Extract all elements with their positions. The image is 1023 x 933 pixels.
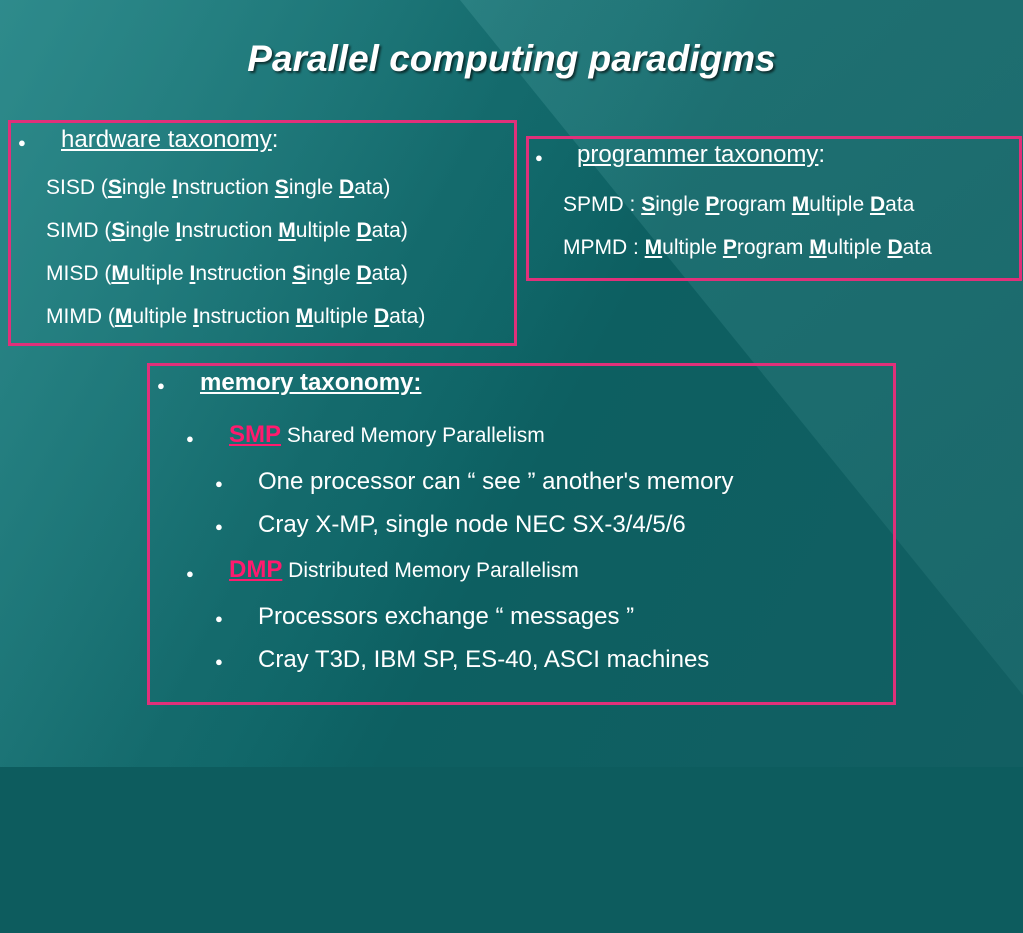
word-rest: ultiple — [132, 305, 194, 328]
initial-letter: M — [278, 219, 296, 242]
memory-taxonomy-heading: memory taxonomy: — [200, 369, 421, 397]
word-rest: rogram — [719, 193, 792, 216]
word-rest: ingle — [288, 176, 340, 199]
word-rest: ingle — [125, 219, 176, 242]
bullet-icon: ● — [157, 378, 165, 393]
row-prefix: SPMD : — [563, 193, 642, 216]
word-rest: ata) — [371, 262, 408, 285]
memory-taxonomy-box — [147, 363, 896, 705]
memory-heading-text: memory taxonomy: — [200, 369, 422, 396]
initial-letter: M — [111, 262, 129, 285]
smp-item: Cray X-MP, single node NEC SX-3/4/5/6 — [258, 511, 686, 538]
row-prefix: MISD ( — [46, 262, 112, 285]
dmp-description: Distributed Memory Parallelism — [282, 559, 579, 582]
hardware-heading-colon: : — [271, 126, 279, 153]
initial-letter: D — [373, 305, 390, 328]
word-rest: ingle — [655, 193, 706, 216]
bullet-icon: ● — [215, 654, 223, 669]
initial-letter: S — [641, 193, 656, 216]
word-rest: ata — [885, 193, 915, 216]
bullet-icon: ● — [18, 135, 26, 150]
initial-letter: I — [189, 262, 196, 285]
smp-item: One processor can “ see ” another's memo… — [258, 468, 734, 495]
programmer-heading-colon: : — [818, 141, 826, 168]
dmp-item: Cray T3D, IBM SP, ES-40, ASCI machines — [258, 646, 710, 673]
hardware-row: MIMD (Multiple Instruction Multiple Data… — [46, 305, 425, 329]
slide-title: Parallel computing paradigms — [247, 38, 776, 79]
initial-letter: S — [274, 176, 289, 199]
dmp-acronym: DMP — [229, 556, 283, 583]
bullet-icon: ● — [535, 150, 543, 165]
initial-letter: S — [111, 219, 126, 242]
dmp-item: Processors exchange “ messages ” — [258, 603, 635, 630]
word-rest: ingle — [306, 262, 357, 285]
initial-letter: D — [339, 176, 355, 199]
hardware-row: MISD (Multiple Instruction Single Data) — [46, 262, 408, 286]
hardware-taxonomy-heading: hardware taxonomy: — [61, 126, 278, 154]
smp-acronym: SMP — [229, 421, 282, 448]
initial-letter: M — [295, 305, 314, 328]
word-rest: ata) — [389, 305, 426, 328]
smp-heading: SMP Shared Memory Parallelism — [229, 421, 545, 449]
bullet-icon: ● — [215, 611, 223, 626]
word-rest: nstruction — [198, 305, 296, 328]
initial-letter: I — [172, 176, 178, 199]
smp-description: Shared Memory Parallelism — [281, 424, 545, 447]
word-rest: ultiple — [826, 236, 888, 259]
word-rest: ultiple — [809, 193, 870, 216]
word-rest: ultiple — [295, 219, 357, 242]
word-rest: nstruction — [177, 176, 275, 199]
initial-letter: P — [722, 236, 737, 259]
initial-letter: S — [292, 262, 307, 285]
initial-letter: I — [175, 219, 182, 242]
word-rest: nstruction — [181, 219, 279, 242]
word-rest: nstruction — [195, 262, 293, 285]
word-rest: ata) — [354, 176, 391, 199]
word-rest: ata) — [371, 219, 408, 242]
initial-letter: M — [791, 193, 810, 216]
row-prefix: SISD ( — [46, 176, 108, 199]
initial-letter: S — [107, 176, 122, 199]
programmer-row: MPMD : Multiple Program Multiple Data — [563, 236, 932, 260]
initial-letter: M — [644, 236, 663, 259]
row-prefix: MIMD ( — [46, 305, 115, 328]
hardware-taxonomy-box — [8, 120, 517, 346]
initial-letter: M — [809, 236, 827, 259]
word-rest: ingle — [121, 176, 173, 199]
initial-letter: I — [193, 305, 199, 328]
initial-letter: M — [114, 305, 133, 328]
row-prefix: SIMD ( — [46, 219, 112, 242]
bullet-icon: ● — [186, 566, 194, 581]
word-rest: ultiple — [128, 262, 190, 285]
programmer-taxonomy-heading: programmer taxonomy: — [577, 141, 825, 169]
word-rest: ultiple — [662, 236, 723, 259]
programmer-heading-text: programmer taxonomy — [577, 141, 819, 168]
hardware-row: SIMD (Single Instruction Multiple Data) — [46, 219, 408, 243]
word-rest: ultiple — [313, 305, 374, 328]
word-rest: rogram — [736, 236, 810, 259]
hardware-row: SISD (Single Instruction Single Data) — [46, 176, 390, 200]
programmer-taxonomy-box — [526, 136, 1022, 281]
dmp-heading: DMP Distributed Memory Parallelism — [229, 556, 579, 584]
initial-letter: D — [869, 193, 886, 216]
initial-letter: D — [356, 219, 372, 242]
word-rest: ata — [902, 236, 932, 259]
bullet-icon: ● — [215, 519, 223, 534]
row-prefix: MPMD : — [563, 236, 645, 259]
initial-letter: D — [887, 236, 903, 259]
initial-letter: P — [705, 193, 720, 216]
bullet-icon: ● — [186, 431, 194, 446]
programmer-row: SPMD : Single Program Multiple Data — [563, 193, 914, 217]
bullet-icon: ● — [215, 476, 223, 491]
hardware-heading-text: hardware taxonomy — [61, 126, 272, 153]
initial-letter: D — [356, 262, 372, 285]
